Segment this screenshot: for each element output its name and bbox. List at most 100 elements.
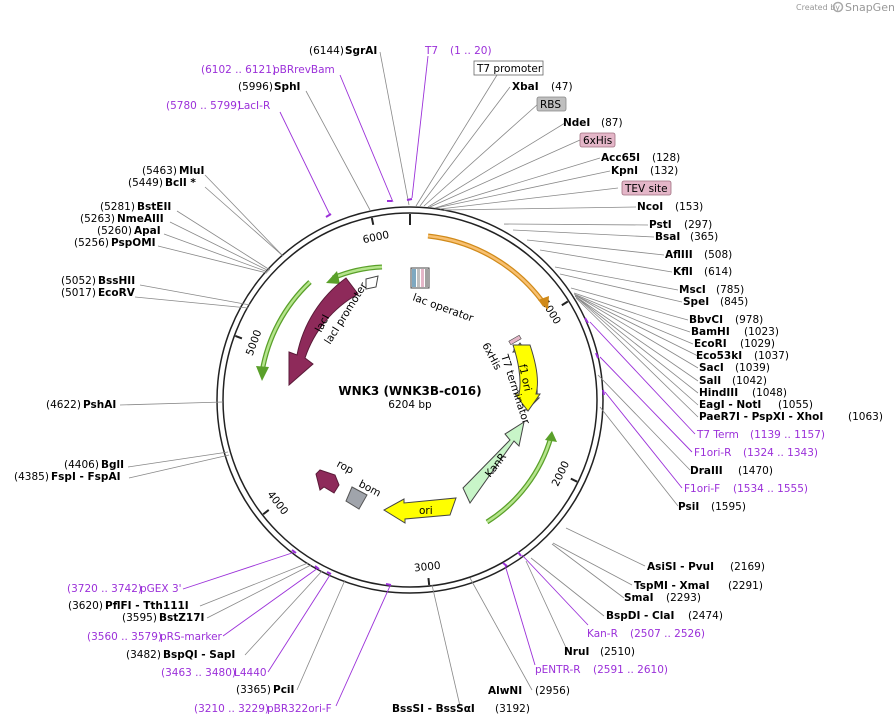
site-pos-bgli: (4406) — [64, 459, 99, 471]
site-line-xbai — [419, 86, 511, 207]
site-name-ecorv: EcoRV — [98, 287, 136, 299]
site-name-psppomi: PspOMI — [111, 237, 156, 249]
primer-range-t7: (1 .. 20) — [450, 45, 492, 57]
primer-line-t7-term — [589, 321, 696, 435]
site-line-msci — [554, 266, 679, 291]
site-pos-xbai: (47) — [551, 81, 573, 93]
orf-green-left-arrowhead — [256, 366, 269, 381]
ruler-label-6000: 6000 — [362, 229, 391, 246]
site-name-nmeaiii: NmeAIII — [117, 213, 164, 225]
created-by-text: Created by — [796, 3, 840, 12]
site-line-sgrai — [379, 51, 410, 206]
site-pos-pcii: (3365) — [236, 684, 271, 696]
primer-mark-prs-marker — [314, 565, 320, 570]
site-line-xhoi — [575, 297, 699, 418]
site-pos-smai: (2293) — [666, 592, 701, 604]
snapgene-logo-icon — [832, 1, 844, 13]
primer-line-pbrrevbam — [339, 74, 394, 203]
site-name-bamhi: BamHI — [691, 326, 730, 338]
primer-name-t7: T7 — [424, 45, 438, 57]
site-name-fspi: FspI - FspAI — [51, 471, 121, 483]
lac-operator-stripe-2 — [417, 269, 420, 287]
site-name-nrui: NruI — [564, 646, 589, 658]
ruler-tick-2000 — [570, 477, 578, 483]
primer-mark-t7 — [406, 198, 413, 201]
site-pos-afliii: (508) — [704, 249, 732, 261]
site-line-xmai — [552, 542, 633, 586]
orf-arc-green-left-core — [260, 281, 311, 373]
site-line-nmeaiii — [169, 221, 270, 272]
site-name-msci: MscI — [679, 284, 706, 296]
site-name-xhoi: PaeR7I - PspXI - XhoI — [699, 411, 823, 423]
site-pos-draiii: (1470) — [738, 465, 773, 477]
site-pos-nrui: (2510) — [600, 646, 635, 658]
primer-name-pentr-r: pENTR-R — [535, 664, 581, 676]
site-name-kfli: KflI — [673, 266, 693, 278]
site-line-t7-promoter — [415, 74, 498, 207]
site-line-psii — [599, 406, 679, 507]
ruler-label-3000: 3000 — [413, 560, 441, 575]
primer-range-laci-r: (5780 .. 5799) — [166, 100, 241, 112]
rop-feature-arrow — [315, 469, 340, 494]
lac-operator-stripe-4 — [425, 269, 428, 287]
his-tag-box — [508, 334, 522, 346]
site-name-ncoi: NcoI — [637, 201, 663, 213]
tev-site-box — [621, 180, 672, 196]
site-name-sgrai: SgrAI — [345, 45, 377, 57]
site-line-bsai — [512, 229, 655, 238]
primer-mark-t7-term — [584, 317, 589, 324]
site-name-pcii: PciI — [273, 684, 294, 696]
site-line-mlui — [204, 174, 283, 256]
primer-name-f1ori-f: F1ori-F — [684, 483, 720, 495]
site-line-draiii — [597, 374, 691, 471]
site-line-nrui — [525, 560, 569, 653]
site-pos-psti: (297) — [684, 219, 712, 231]
site-line-bbvci — [570, 287, 689, 321]
bom-feature-box — [345, 486, 368, 510]
site-line-fspi — [128, 454, 230, 479]
site-pos-bsteii: (5281) — [100, 201, 135, 213]
site-pos-bsssi: (3192) — [495, 703, 530, 715]
plasmid-name: WNK3 (WNK3B-c016) — [338, 384, 481, 398]
orf-arc-orange-core — [427, 234, 547, 306]
backbone-inner-ring — [222, 212, 598, 588]
site-line-eco53ki — [574, 294, 699, 357]
site-name-ecori: EcoRI — [694, 338, 727, 350]
site-pos-ncoi: (153) — [675, 201, 703, 213]
site-line-saci — [574, 294, 699, 369]
ruler-tick-4000 — [262, 509, 270, 516]
ruler-label-4000: 4000 — [264, 489, 290, 517]
site-line-noti — [575, 296, 699, 406]
f1-ori-shape — [512, 344, 541, 412]
primer-name-pbrrevbam: pBRrevBam — [273, 64, 335, 76]
primer-name-pgex3: pGEX 3' — [140, 583, 182, 595]
site-line-psppomi — [157, 245, 268, 274]
primer-line-f1ori-f — [604, 391, 683, 489]
primer-name-kan-r: Kan-R — [587, 628, 618, 640]
site-name-afliii: AflIII — [665, 249, 693, 261]
site-name-kpni: KpnI — [611, 165, 638, 177]
laci-promoter-box — [365, 275, 379, 290]
site-line-tev — [439, 187, 619, 210]
site-line-ncoi — [443, 206, 637, 211]
orf-arc-green-right — [485, 436, 554, 525]
site-line-pflfi — [199, 562, 309, 607]
site-pos-clai: (2474) — [688, 610, 723, 622]
site-pos-bstz17i: (3595) — [122, 612, 157, 624]
site-line-bsteii — [176, 210, 271, 271]
site-name-smai: SmaI — [624, 592, 654, 604]
primer-name-t7-term: T7 Term — [696, 429, 739, 441]
site-name-pshai: PshAI — [83, 399, 116, 411]
site-name-saci: SacI — [699, 362, 724, 374]
site-name-bgli: BglI — [101, 459, 124, 471]
primer-range-prs-marker: (3560 .. 3579) — [87, 631, 162, 643]
site-name-pvui: AsiSI - PvuI — [647, 561, 714, 573]
orf-green-top-arrowhead — [326, 271, 340, 284]
site-pos-xhoi: (1063) — [848, 411, 883, 423]
primer-name-pbr322ori-f: pBR322ori-F — [267, 703, 332, 715]
site-name-bbvci: BbvCI — [689, 314, 723, 326]
site-pos-sgrai: (6144) — [309, 45, 344, 57]
t7-promoter-label: T7 promoter — [476, 63, 543, 75]
site-line-bsshii — [139, 284, 251, 306]
site-name-xbai: XbaI — [512, 81, 539, 93]
